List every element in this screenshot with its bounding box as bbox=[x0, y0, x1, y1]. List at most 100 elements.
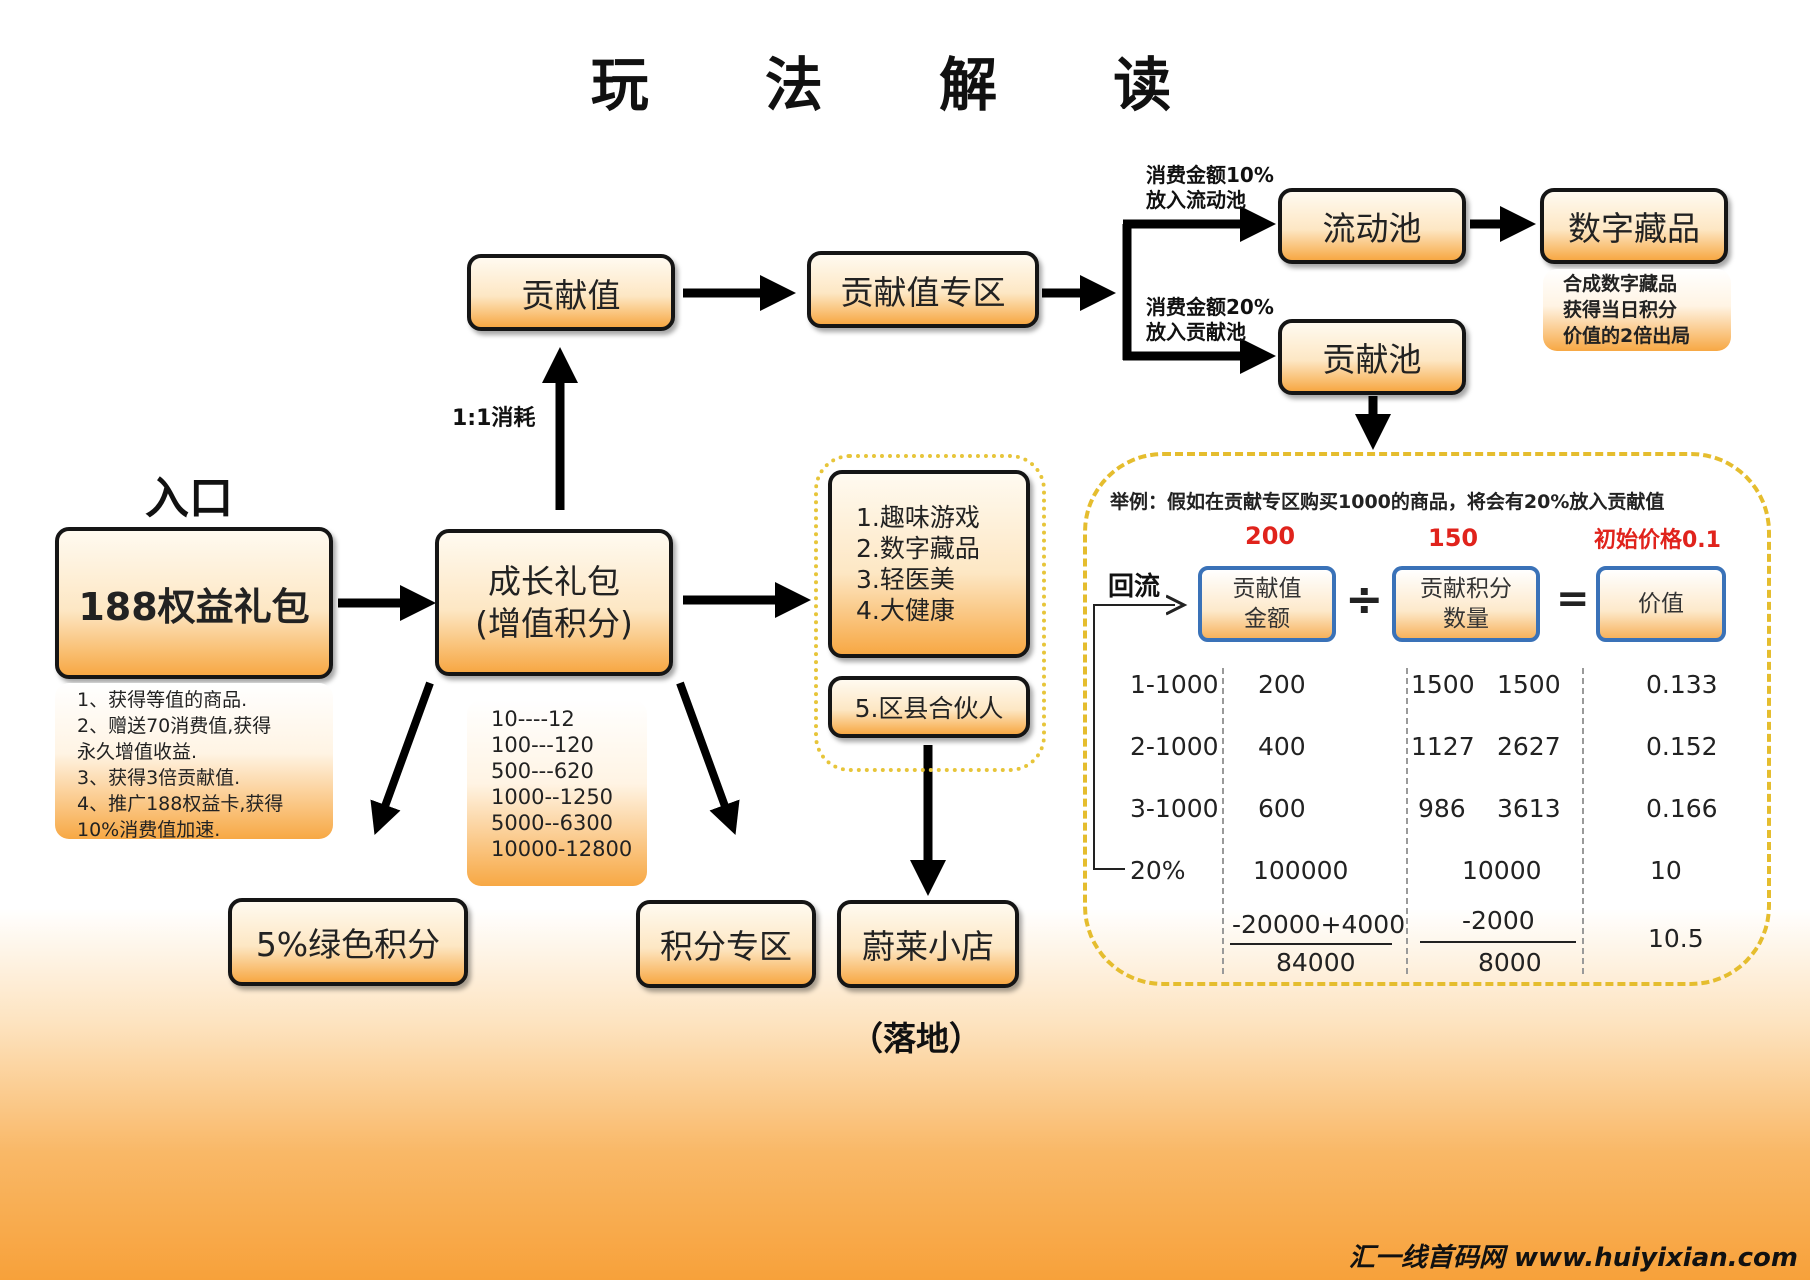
backflow-arrowhead bbox=[1166, 594, 1188, 616]
gift-note-line: 3、获得3倍贡献值. bbox=[77, 767, 241, 789]
frac-value: 10.5 bbox=[1648, 924, 1704, 953]
contribution-label: 贡献值 bbox=[521, 275, 621, 315]
gift-note-line: 4、推广188权益卡,获得 bbox=[77, 793, 284, 815]
collectible-note: 合成数字藏品 获得当日积分 价值的2倍出局 bbox=[1543, 269, 1731, 351]
arrow-growth-to-green bbox=[370, 681, 434, 836]
header-amount-line1: 贡献值 bbox=[1232, 576, 1302, 602]
contribution-pool-label: 贡献池 bbox=[1322, 340, 1422, 379]
frac-qty-bottom: 8000 bbox=[1478, 948, 1542, 977]
digital-collectibles-label: 数字藏品 bbox=[1568, 209, 1700, 248]
points-zone-label: 积分专区 bbox=[660, 927, 792, 966]
gift188-node: 188权益礼包 bbox=[55, 527, 333, 679]
frac-amount-top: -20000+4000 bbox=[1232, 910, 1406, 939]
growth-node: 成长礼包 (增值积分) bbox=[435, 529, 673, 676]
backflow-connector-top bbox=[1093, 604, 1175, 606]
liquidity-pool-node: 流动池 bbox=[1278, 188, 1466, 264]
frac-amount-bottom: 84000 bbox=[1276, 948, 1356, 977]
weilai-shop-node: 蔚莱小店 bbox=[837, 900, 1019, 988]
column-divider bbox=[1582, 668, 1584, 974]
green-points-label: 5%绿色积分 bbox=[255, 925, 441, 964]
digital-collectibles-node: 数字藏品 bbox=[1540, 188, 1728, 264]
gift-notes: 1、获得等值的商品. 2、赠送70消费值,获得 永久增值收益. 3、获得3倍贡献… bbox=[55, 683, 333, 841]
tier-line: 10000-12800 bbox=[491, 837, 633, 861]
county-partner-label: 5.区县合伙人 bbox=[854, 694, 1004, 723]
gift-note-line: 永久增值收益. bbox=[77, 741, 198, 763]
row-q1: 10000 bbox=[1462, 856, 1542, 885]
contribution-zone-label: 贡献值专区 bbox=[840, 272, 1006, 312]
collectible-note-line: 价值的2倍出局 bbox=[1563, 325, 1691, 347]
frac-amount-line bbox=[1230, 943, 1392, 945]
frac-qty-line bbox=[1420, 941, 1576, 943]
county-partner-node: 5.区县合伙人 bbox=[828, 676, 1030, 738]
landing-label: （落地） bbox=[850, 1019, 982, 1058]
row-value: 0.152 bbox=[1646, 732, 1718, 761]
liquidity-edge-line2: 放入流动池 bbox=[1146, 188, 1246, 212]
tier-line: 1000--1250 bbox=[491, 785, 614, 809]
row-value: 10 bbox=[1650, 856, 1682, 885]
example-text: 举例：假如在贡献专区购买1000的商品，将会有20%放入贡献值 bbox=[1110, 491, 1665, 513]
liquidity-edge-line1: 消费金额10% bbox=[1146, 163, 1274, 187]
quantity-top-value: 150 bbox=[1428, 524, 1479, 552]
row-q1: 986 bbox=[1418, 794, 1466, 823]
page-title: 玩 法 解 读 bbox=[590, 51, 1220, 119]
example-frame bbox=[1083, 452, 1771, 986]
contribution-node: 贡献值 bbox=[467, 254, 675, 331]
header-amount-line2: 金额 bbox=[1244, 606, 1290, 632]
header-quantity: 贡献积分 数量 bbox=[1392, 566, 1540, 642]
consume-ratio-label: 1:1消耗 bbox=[452, 406, 536, 431]
backflow-connector-bottom bbox=[1093, 868, 1125, 870]
amount-top-value: 200 bbox=[1245, 522, 1296, 550]
row-amount: 200 bbox=[1258, 670, 1306, 699]
tier-line: 10----12 bbox=[491, 707, 575, 731]
row-label: 1-1000 bbox=[1130, 670, 1219, 699]
row-label: 20% bbox=[1130, 856, 1186, 885]
green-points-node: 5%绿色积分 bbox=[228, 898, 468, 986]
row-value: 0.166 bbox=[1646, 794, 1718, 823]
backflow-connector bbox=[1093, 604, 1095, 870]
gift-note-line: 1、获得等值的商品. bbox=[77, 689, 248, 711]
header-quantity-line2: 数量 bbox=[1443, 606, 1489, 632]
liquidity-pool-label: 流动池 bbox=[1322, 209, 1422, 248]
backflow-label: 回流 bbox=[1108, 572, 1161, 602]
gift-note-line: 2、赠送70消费值,获得 bbox=[77, 715, 272, 737]
row-q2: 1500 bbox=[1497, 670, 1561, 699]
row-amount: 100000 bbox=[1253, 856, 1349, 885]
tier-line: 5000--6300 bbox=[491, 811, 614, 835]
watermark: 汇一线首码网 www.huiyixian.com bbox=[1348, 1243, 1798, 1273]
column-divider bbox=[1406, 668, 1408, 974]
header-value: 价值 bbox=[1596, 566, 1726, 642]
gift188-label: 188权益礼包 bbox=[78, 584, 310, 629]
entry-label: 入口 bbox=[145, 473, 233, 524]
zone-item: 1.趣味游戏 bbox=[856, 503, 980, 532]
divide-sign: ÷ bbox=[1345, 572, 1384, 626]
growth-line2: (增值积分) bbox=[475, 603, 633, 643]
frac-qty-top: -2000 bbox=[1462, 906, 1535, 935]
header-amount: 贡献值 金额 bbox=[1198, 566, 1336, 642]
gift-note-line: 10%消费值加速. bbox=[77, 819, 221, 841]
row-value: 0.133 bbox=[1646, 670, 1718, 699]
row-label: 3-1000 bbox=[1130, 794, 1219, 823]
pool-edge-label: 消费金额20% 放入贡献池 bbox=[1146, 295, 1274, 345]
zone-items-node: 1.趣味游戏 2.数字藏品 3.轻医美 4.大健康 bbox=[828, 470, 1030, 658]
zone-item: 4.大健康 bbox=[856, 596, 955, 625]
contribution-pool-node: 贡献池 bbox=[1278, 319, 1466, 395]
header-value-label: 价值 bbox=[1638, 591, 1684, 617]
row-q2: 3613 bbox=[1497, 794, 1561, 823]
zone-item: 3.轻医美 bbox=[856, 565, 955, 594]
tier-line: 500---620 bbox=[491, 759, 594, 783]
initial-price-label: 初始价格0.1 bbox=[1594, 528, 1721, 553]
pool-edge-line1: 消费金额20% bbox=[1146, 295, 1274, 319]
arrow-growth-to-points-zone bbox=[676, 681, 740, 836]
weilai-shop-label: 蔚莱小店 bbox=[862, 927, 994, 966]
zone-dotted-frame bbox=[814, 454, 1046, 772]
row-q1: 1127 bbox=[1411, 732, 1475, 761]
row-amount: 400 bbox=[1258, 732, 1306, 761]
zone-item: 2.数字藏品 bbox=[856, 534, 980, 563]
points-zone-node: 积分专区 bbox=[636, 900, 816, 988]
equals-sign: = bbox=[1556, 576, 1590, 622]
collectible-note-line: 获得当日积分 bbox=[1563, 299, 1678, 321]
row-q1: 1500 bbox=[1411, 670, 1475, 699]
pool-edge-line2: 放入贡献池 bbox=[1146, 320, 1246, 344]
liquidity-edge-label: 消费金额10% 放入流动池 bbox=[1146, 163, 1274, 213]
